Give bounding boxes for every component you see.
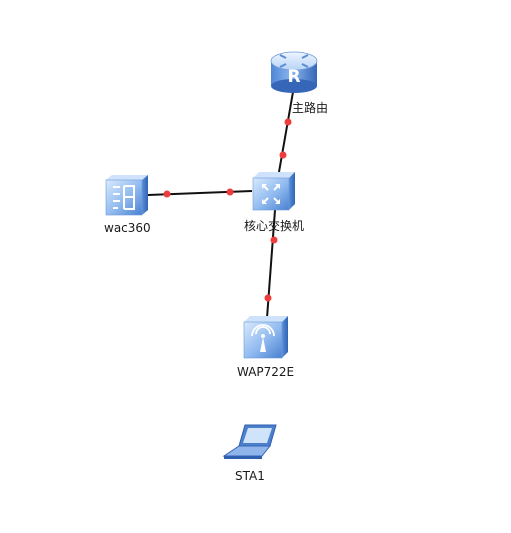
access-controller-icon — [105, 175, 148, 216]
router-label: 主路由 — [292, 100, 328, 115]
port-dot — [279, 151, 287, 159]
port-dot — [284, 118, 292, 126]
svg-text:R: R — [287, 67, 300, 87]
port-dot — [264, 294, 272, 302]
port-dot — [226, 188, 234, 196]
laptop-icon — [222, 424, 277, 459]
ac-label: wac360 — [104, 221, 151, 235]
switch-icon — [252, 172, 295, 211]
sta-label: STA1 — [235, 469, 265, 483]
ac-node[interactable]: wac360 — [104, 175, 151, 235]
link-router-switch[interactable] — [278, 91, 294, 173]
wireless-ap-icon — [243, 316, 288, 359]
ap-node[interactable]: WAP722E — [237, 316, 294, 379]
core-switch-label: 核心交换机 — [244, 218, 304, 233]
core-switch-node[interactable]: 核心交换机 — [244, 172, 304, 233]
ap-label: WAP722E — [237, 365, 294, 379]
port-dot — [270, 236, 278, 244]
router-icon: R — [270, 51, 318, 93]
port-dots — [163, 118, 292, 302]
port-dot — [163, 190, 171, 198]
router-node[interactable]: R 主路由 — [270, 51, 328, 115]
sta-node[interactable]: STA1 — [222, 424, 277, 483]
